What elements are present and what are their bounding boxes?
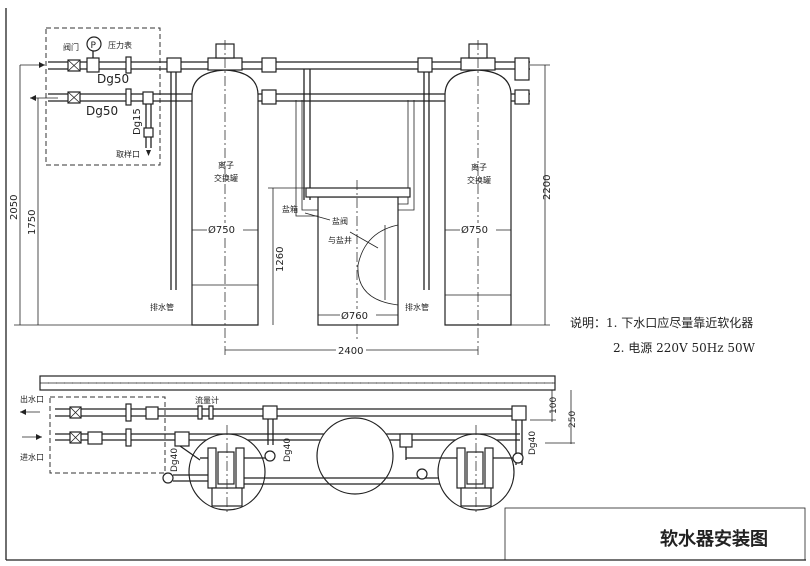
dimension-1260: 1260 (275, 247, 286, 272)
note-line-1: 说明：1. 下水口应尽量靠近软化器 (570, 315, 753, 330)
valve-icon (69, 406, 82, 419)
pipe-size-dg40-mid: Dg40 (283, 438, 293, 462)
valve-icon (67, 59, 81, 72)
sample-valve-icon (143, 127, 154, 138)
tank-right-label: 交换罐 (467, 175, 491, 185)
salt-box-label: 盐箱 (282, 204, 298, 214)
dimension-1750: 1750 (27, 210, 38, 235)
outlet-label: 出水口 (20, 394, 44, 404)
tank-left-label: 离子 (218, 160, 234, 170)
tank-right-diameter: Ø750 (461, 224, 488, 236)
drawing-title: 软水器安装图 (660, 528, 768, 550)
valve-icon (67, 91, 81, 104)
inlet-pipe-size: Dg50 (86, 104, 118, 118)
elevation-view: P 阀门 压力表 Dg50 Dg50 Dg15 取样口 离子 交换罐 Ø750 … (9, 27, 553, 357)
pressure-gauge-icon (86, 36, 102, 52)
plan-valve-box (49, 396, 166, 474)
pipe-size-dg40-right: Dg40 (528, 431, 538, 455)
sample-pipe-size: Dg15 (132, 108, 143, 135)
plan-view: 出水口 进水口 流量计 Dg40 Dg40 (20, 375, 578, 512)
salt-valve-label: 与盐井 (328, 235, 352, 245)
salt-tank-plan (316, 417, 394, 495)
pipe-size-dg40-left: Dg40 (170, 448, 180, 472)
dimension-100: 100 (549, 397, 559, 414)
drain-pipe-right-label: 排水管 (405, 302, 429, 312)
flowmeter-icon (197, 405, 203, 420)
pressure-gauge-label: 压力表 (108, 40, 132, 50)
gauge-symbol: P (91, 41, 97, 51)
dimension-250: 250 (568, 411, 578, 428)
inlet-label: 进水口 (20, 452, 44, 462)
tank-left-label: 交换罐 (214, 173, 238, 183)
valve-assembly-box (45, 27, 161, 166)
title-block (504, 507, 806, 561)
tank-left-diameter: Ø750 (208, 224, 235, 236)
salt-tank (317, 196, 399, 326)
salt-tank-lid (305, 187, 411, 198)
salt-tank-diameter: Ø760 (341, 310, 368, 322)
tank-right-label: 离子 (471, 162, 487, 172)
outlet-pipe-size: Dg50 (97, 72, 129, 86)
valve-label: 阀门 (63, 42, 79, 52)
dimension-2050: 2050 (9, 195, 20, 220)
note-line-2: 2. 电源 220V 50Hz 50W (613, 341, 756, 355)
dimension-2200: 2200 (542, 175, 553, 200)
flowmeter-label: 流量计 (195, 395, 219, 405)
valve-icon (69, 431, 82, 444)
dimension-2400: 2400 (338, 346, 363, 357)
sample-port-label: 取样口 (116, 149, 140, 159)
salt-valve-label: 盐阀 (332, 216, 348, 226)
drain-pipe-left-label: 排水管 (150, 302, 174, 312)
